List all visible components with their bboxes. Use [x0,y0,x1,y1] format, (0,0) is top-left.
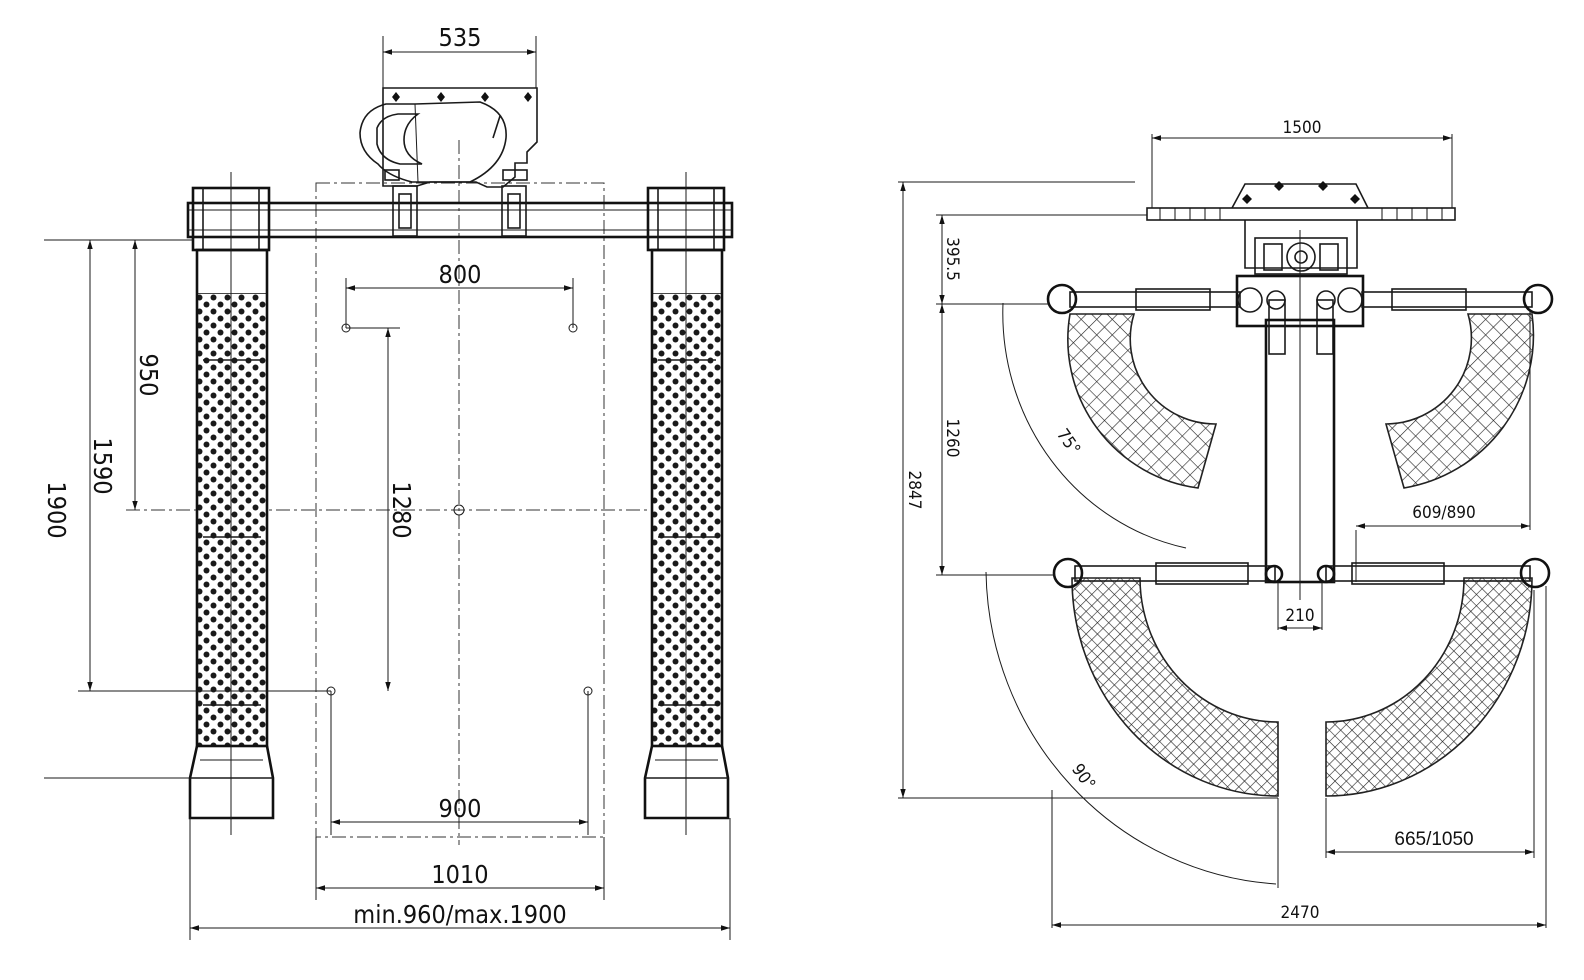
motor-unit [359,87,538,188]
front-arms [1046,283,1554,315]
dim-950: 950 [134,354,163,397]
angle-90: 90° [1067,760,1099,794]
right-column [643,172,730,835]
dim-665-1050: 665/1050 [1394,829,1473,850]
dim-1260: 1260 [942,419,962,458]
angle-arcs [985,302,1277,885]
dim-2470: 2470 [1281,903,1320,923]
dim-900: 900 [439,794,482,823]
angle-75: 75° [1052,425,1084,459]
left-column [188,172,275,835]
front-dimension-lines [87,49,730,931]
motor-plate [1146,181,1456,275]
center-column [1264,230,1336,600]
dim-1590: 1590 [88,437,117,494]
arm-swing-areas [1067,313,1535,797]
top-extension-lines [898,134,1547,928]
rear-arms [1052,557,1551,589]
dim-395-5: 395.5 [942,237,962,281]
dim-2847: 2847 [904,471,924,510]
dim-1010: 1010 [431,860,488,889]
top-view: 1500 395.5 1260 2847 210 609/890 665/105… [898,118,1554,928]
dim-210: 210 [1285,606,1314,626]
dim-535: 535 [439,23,482,52]
front-centerlines [126,140,720,845]
dim-609-890: 609/890 [1412,503,1476,523]
front-view: 535 800 900 1010 min.960/max.1900 950 15… [42,23,734,940]
dim-1900: 1900 [42,481,71,538]
cross-beam [186,185,734,239]
dim-1280: 1280 [387,481,416,538]
front-extension-lines [44,36,731,940]
dim-1500: 1500 [1283,118,1322,138]
dim-800: 800 [439,260,482,289]
top-dimension-lines [900,135,1546,928]
dim-overall-width: min.960/max.1900 [353,900,566,929]
